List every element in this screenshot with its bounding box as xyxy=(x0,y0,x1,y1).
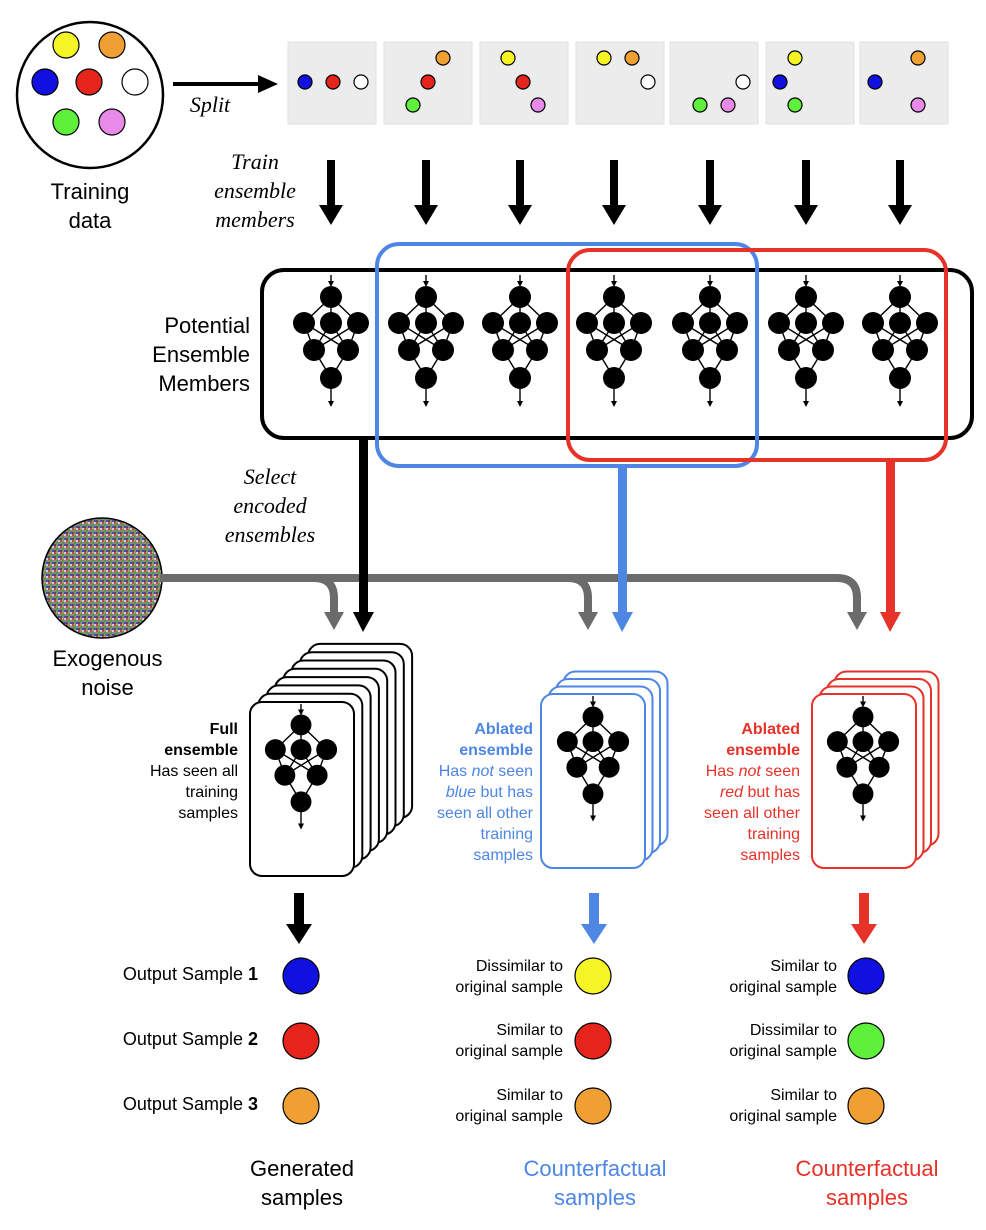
select-arrow-blue-head xyxy=(612,612,633,632)
blue-output-1-dot xyxy=(574,957,612,995)
split-2-green-dot xyxy=(405,97,421,113)
red-ensemble-box xyxy=(566,248,948,462)
training-data-label: Training data xyxy=(50,179,130,233)
training-red-dot xyxy=(75,68,103,96)
split-5-pink-dot xyxy=(720,97,736,113)
exogenous-noise-circle xyxy=(41,517,163,639)
train-arrow-5 xyxy=(698,160,722,225)
select-arrow-blue xyxy=(618,466,627,612)
split-4-white-dot xyxy=(640,74,656,90)
split-3-red-dot xyxy=(515,74,531,90)
split-5-white-dot xyxy=(735,74,751,90)
training-pink-dot xyxy=(98,108,126,136)
member-network-icon-6 xyxy=(768,275,844,407)
train-arrow-2 xyxy=(414,160,438,225)
exogenous-noise-label: Exogenous noise xyxy=(52,646,163,700)
training-green-dot xyxy=(52,108,80,136)
potential-members-label: Potential Ensemble Members xyxy=(152,313,250,396)
split-3-yellow-dot xyxy=(500,50,516,66)
split-7-pink-dot xyxy=(910,97,926,113)
output-sample-1-dot xyxy=(282,957,320,995)
output-arrow-full xyxy=(286,893,312,944)
blue-ensemble-network-icon xyxy=(556,696,630,822)
red-output-1-dot xyxy=(847,957,885,995)
split-3-pink-dot xyxy=(530,97,546,113)
output-sample-3-dot xyxy=(282,1087,320,1125)
ablated-blue-text: Ablated ensemble Has not seen blue but h… xyxy=(436,721,533,864)
split-2-red-dot xyxy=(420,74,436,90)
output-sample-2-label: Output Sample 2 xyxy=(122,1029,258,1049)
output-arrow-red xyxy=(851,893,877,944)
training-yellow-dot xyxy=(52,31,80,59)
member-network-icon-7 xyxy=(862,275,938,407)
blue-output-2-dot xyxy=(574,1022,612,1060)
split-4-yellow-dot xyxy=(596,50,612,66)
output-sample-2-dot xyxy=(282,1022,320,1060)
member-network-icon-4 xyxy=(576,275,652,407)
train-ensemble-label: Train ensemble members xyxy=(214,149,296,232)
select-arrow-full xyxy=(359,438,368,612)
split-7-orange-dot xyxy=(910,50,926,66)
split-2-orange-dot xyxy=(435,50,451,66)
member-network-icon-5 xyxy=(672,275,748,407)
select-arrow-red xyxy=(886,460,895,612)
blue-output-3-dot xyxy=(574,1087,612,1125)
split-4-orange-dot xyxy=(624,50,640,66)
select-ensembles-label: Select encoded ensembles xyxy=(224,464,316,547)
red-output-3-dot xyxy=(847,1087,885,1125)
split-1-red-dot xyxy=(325,74,341,90)
noise-arrow-full-head xyxy=(324,612,344,630)
training-blue-dot xyxy=(31,68,59,96)
red-ensemble-network-icon xyxy=(826,696,900,822)
train-arrow-6 xyxy=(794,160,818,225)
split-6-yellow-dot xyxy=(787,50,803,66)
split-1-white-dot xyxy=(353,74,369,90)
training-orange-dot xyxy=(98,31,126,59)
select-arrow-red-head xyxy=(880,612,901,632)
training-white-dot xyxy=(121,68,149,96)
output-sample-1-label: Output Sample 1 xyxy=(122,964,258,984)
train-arrow-3 xyxy=(508,160,532,225)
blue-ensemble-box xyxy=(375,242,759,468)
noise-arrow-full xyxy=(160,574,338,612)
full-ensemble-text: Full ensemble Has seen all training samp… xyxy=(149,721,238,822)
noise-arrow-blue xyxy=(160,574,592,612)
member-network-icon-3 xyxy=(482,275,558,407)
select-arrow-full-head xyxy=(353,612,374,632)
train-arrow-4 xyxy=(602,160,626,225)
split-label: Split xyxy=(189,92,231,117)
output-arrow-blue xyxy=(581,893,607,944)
split-7-blue-dot xyxy=(867,74,883,90)
train-arrow-7 xyxy=(888,160,912,225)
train-arrow-1 xyxy=(319,160,343,225)
member-network-icon-1 xyxy=(293,275,369,407)
potential-members-box xyxy=(260,268,974,440)
split-5-green-dot xyxy=(692,97,708,113)
ablated-red-text: Ablated ensemble Has not seen red but ha… xyxy=(703,721,800,864)
split-6-blue-dot xyxy=(772,74,788,90)
split-6-green-dot xyxy=(787,97,803,113)
split-1-blue-dot xyxy=(297,74,313,90)
split-arrow xyxy=(173,75,278,93)
member-network-icon-2 xyxy=(388,275,464,407)
red-output-2-dot xyxy=(847,1022,885,1060)
full-ensemble-network-icon xyxy=(264,704,338,830)
output-sample-3-label: Output Sample 3 xyxy=(122,1094,258,1114)
noise-arrow-red-head xyxy=(847,612,867,630)
noise-arrow-blue-head xyxy=(578,612,598,630)
noise-arrow-red xyxy=(160,574,861,612)
